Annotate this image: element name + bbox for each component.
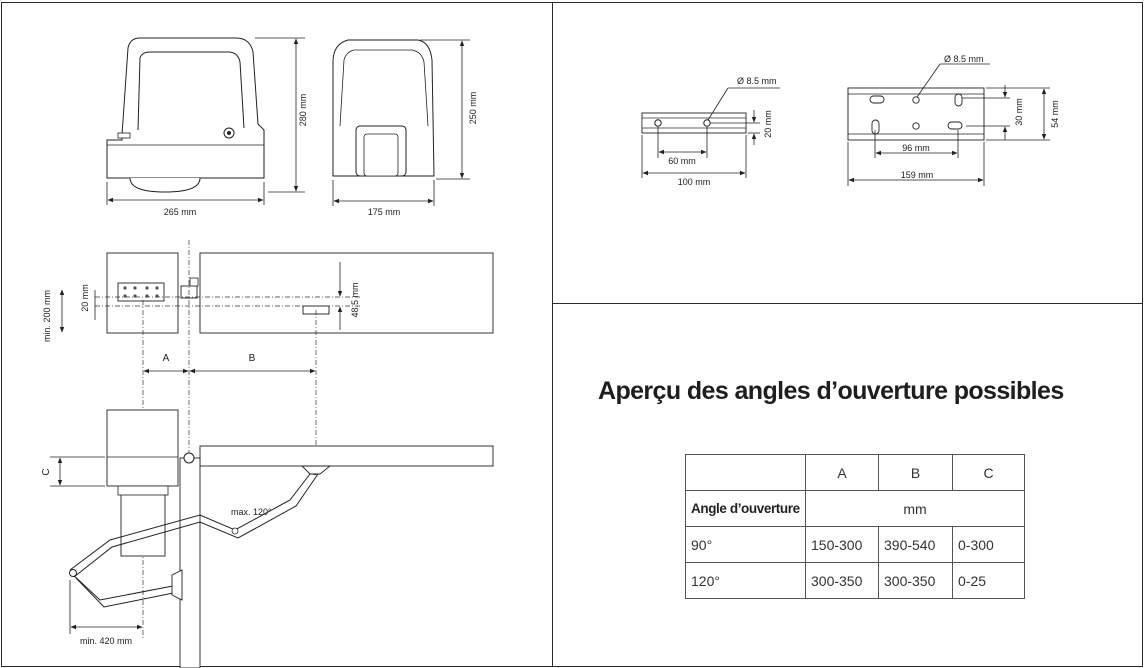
plate-hole-label: Ø 8.5 mm <box>737 76 777 86</box>
opening-angles-table: A B C Angle d’ouverture mm 90° 150-300 3… <box>685 454 1025 599</box>
pillar-min-label: min. 200 mm <box>42 290 52 342</box>
installation-dimensions: C max. 120° min. 420 mm <box>41 456 272 646</box>
table-cell: 300-350 <box>805 562 879 599</box>
cover-width-label: 175 mm <box>368 207 401 217</box>
plate-spacing-label: 60 mm <box>668 156 696 166</box>
table-cell: 300-350 <box>878 562 953 599</box>
angle-row-label: Angle d’ouverture <box>685 490 806 527</box>
table-header-cell: B <box>878 454 953 491</box>
arm-offset-label: 48.5 mm <box>350 282 360 317</box>
table-cell: 0-25 <box>952 562 1025 599</box>
label-c: C <box>41 468 52 475</box>
table-cell: 90° <box>685 526 806 563</box>
mounting-bracket-dimensions: Ø 8.5 mm 96 mm 159 mm 30 mm 54 mm <box>847 54 1060 186</box>
motor-dimensions: 265 mm 280 mm <box>106 37 308 217</box>
table-header-cell: C <box>952 454 1025 491</box>
table-header-cell <box>685 454 806 491</box>
motor-side-view <box>106 37 265 193</box>
plan-dimensions: min. 200 mm 20 mm 48.5 mm A B <box>42 262 360 374</box>
label-a: A <box>163 353 170 364</box>
bracket-length-label: 159 mm <box>901 170 934 180</box>
table-unit-row: Angle d’ouverture mm <box>685 490 1025 527</box>
table-cell: 150-300 <box>805 526 879 563</box>
table-cell: 390-540 <box>878 526 953 563</box>
post-offset-label: 20 mm <box>80 284 90 312</box>
bracket-inner-height-label: 30 mm <box>1014 98 1024 126</box>
bracket-hole-label: Ø 8.5 mm <box>944 54 984 64</box>
max-angle-label: max. 120° <box>231 507 272 517</box>
min-arm-label: min. 420 mm <box>80 636 132 646</box>
table-row: 120° 300-350 300-350 0-25 <box>685 562 1025 599</box>
bracket-height-label: 54 mm <box>1050 100 1060 128</box>
table-header-cell: A <box>805 454 879 491</box>
mounting-plate-dimensions: Ø 8.5 mm 20 mm 60 mm 100 mm <box>641 76 780 187</box>
motor-height-label: 280 mm <box>298 94 308 127</box>
table-cell: 120° <box>685 562 806 599</box>
mounting-plate <box>641 112 747 134</box>
table-row: 90° 150-300 390-540 0-300 <box>685 526 1025 563</box>
unit-cell: mm <box>805 490 1025 527</box>
cover-height-label: 250 mm <box>468 92 478 125</box>
plate-offset-label: 20 mm <box>763 110 773 138</box>
table-header-row: A B C <box>685 454 1025 491</box>
plate-length-label: 100 mm <box>678 177 711 187</box>
mounting-plates-panel <box>552 2 1143 304</box>
front-dimensions: 175 mm 250 mm <box>332 39 478 217</box>
motor-width-label: 265 mm <box>164 207 197 217</box>
page-title: Aperçu des angles d’ouverture possibles <box>598 377 1064 405</box>
bracket-spacing-label: 96 mm <box>902 143 930 153</box>
label-b: B <box>249 353 256 364</box>
motor-front-view <box>332 39 435 177</box>
installation-view <box>69 409 494 668</box>
table-cell: 0-300 <box>952 526 1025 563</box>
mounting-bracket <box>847 87 985 141</box>
